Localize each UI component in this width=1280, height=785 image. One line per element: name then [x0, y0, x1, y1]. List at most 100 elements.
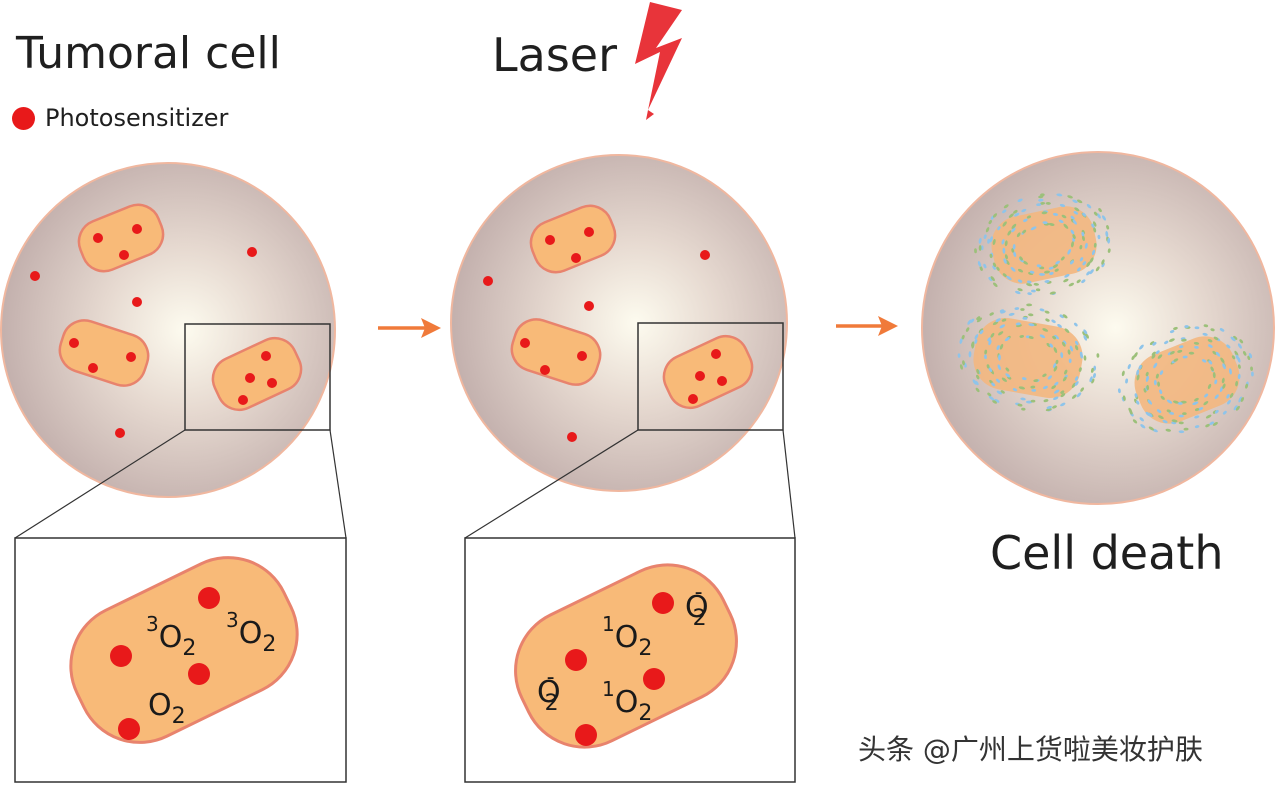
- ros-speckle: [1136, 369, 1140, 376]
- ros-speckle: [1122, 395, 1126, 401]
- ros-speckle: [1089, 269, 1094, 275]
- ros-speckle: [1044, 270, 1050, 274]
- ros-speckle: [989, 236, 993, 243]
- ros-speckle: [1012, 244, 1016, 250]
- ros-speckle: [974, 339, 978, 344]
- ros-speckle: [1212, 372, 1216, 379]
- ros-speckle: [978, 244, 982, 251]
- ros-speckle: [1168, 338, 1175, 342]
- ros-speckle: [1181, 338, 1187, 342]
- ros-speckle: [996, 345, 1000, 350]
- ros-speckle: [1089, 376, 1093, 383]
- ros-speckle: [1207, 383, 1212, 389]
- ros-speckle: [1096, 353, 1100, 358]
- ros-speckle: [1040, 193, 1045, 197]
- ros-speckle: [1030, 226, 1037, 231]
- ros-speckle: [1036, 203, 1042, 207]
- ros-speckle: [1061, 214, 1067, 219]
- ros-speckle: [1044, 280, 1050, 283]
- ros-speckle: [1014, 307, 1020, 311]
- arrow-icon: [836, 316, 898, 336]
- ros-speckle: [1070, 229, 1075, 235]
- organelle: [510, 318, 602, 386]
- ros-speckle: [1028, 336, 1034, 340]
- ros-speckle: [1035, 288, 1041, 292]
- ros-speckle: [1205, 414, 1212, 419]
- ros-speckle: [1090, 367, 1094, 373]
- ros-speckle: [1074, 381, 1079, 386]
- ros-speckle: [990, 332, 995, 338]
- ros-speckle: [1029, 270, 1035, 274]
- ros-speckle: [1219, 328, 1225, 332]
- arrow-icon: [378, 318, 441, 338]
- ros-speckle: [1091, 223, 1095, 228]
- ros-speckle: [1153, 379, 1157, 386]
- ros-speckle: [1054, 381, 1059, 387]
- ros-speckle: [1022, 316, 1028, 320]
- ros-speckle: [1059, 203, 1066, 208]
- ros-speckle: [992, 238, 996, 246]
- ros-speckle: [1067, 349, 1071, 355]
- ros-speckle: [1005, 373, 1011, 378]
- ros-speckle: [1038, 198, 1044, 202]
- ros-speckle: [1004, 240, 1008, 247]
- ros-speckle: [1159, 389, 1163, 395]
- ros-speckle: [1194, 408, 1200, 412]
- ros-speckle: [1194, 415, 1200, 419]
- ros-speckle: [1079, 245, 1083, 250]
- ros-speckle: [1243, 351, 1247, 356]
- ros-speckle: [1030, 385, 1036, 389]
- ros-speckle: [1021, 377, 1027, 381]
- ros-speckle: [1105, 231, 1109, 237]
- ros-speckle: [1184, 325, 1189, 328]
- ros-speckle: [1083, 329, 1088, 335]
- ros-speckle: [1060, 393, 1066, 398]
- ros-speckle: [1077, 267, 1081, 272]
- dissolving-organelle: [974, 193, 1111, 296]
- ros-speckle: [976, 317, 983, 323]
- ros-speckle: [1169, 330, 1175, 334]
- ros-speckle: [1015, 322, 1021, 326]
- ros-speckle: [1171, 419, 1178, 423]
- ros-speckle: [1084, 242, 1088, 249]
- ros-speckle: [1096, 213, 1101, 219]
- ros-speckle: [1148, 426, 1155, 431]
- ros-speckle: [1086, 271, 1091, 276]
- ros-speckle: [1026, 283, 1033, 287]
- ros-speckle: [983, 263, 987, 269]
- ros-speckle: [1002, 221, 1007, 227]
- ros-speckle: [1012, 388, 1018, 392]
- ros-speckle: [1178, 430, 1185, 434]
- ros-speckle: [1039, 308, 1045, 312]
- ros-speckle: [1231, 355, 1236, 360]
- ros-speckle: [1125, 378, 1129, 384]
- ros-speckle: [1058, 219, 1064, 224]
- ros-speckle: [976, 374, 980, 380]
- ros-speckle: [1169, 351, 1175, 355]
- zoom-detail-before: 3O2 3O2 O2: [14, 537, 347, 783]
- ros-speckle: [987, 392, 992, 397]
- ros-speckle: [1016, 232, 1021, 238]
- ros-speckle: [1235, 405, 1240, 411]
- legend: Photosensitizer: [12, 104, 228, 132]
- ros-speckle: [1159, 370, 1164, 375]
- ros-speckle: [1043, 399, 1049, 403]
- ros-speckle: [1017, 279, 1023, 283]
- molecule-label: 1O2: [602, 677, 652, 726]
- ros-speckle: [1201, 359, 1207, 363]
- ros-speckle: [1166, 399, 1173, 404]
- ros-speckle: [1031, 388, 1037, 392]
- ros-speckle: [1074, 207, 1080, 212]
- ros-speckle: [1055, 260, 1061, 265]
- ros-speckle: [1082, 331, 1087, 337]
- ros-speckle: [1081, 279, 1086, 284]
- ros-speckle: [1052, 335, 1057, 340]
- ros-speckle: [1194, 397, 1199, 402]
- ros-speckle: [1079, 351, 1083, 357]
- ros-speckle: [1251, 371, 1254, 377]
- ros-speckle: [1149, 341, 1155, 345]
- ros-speckle: [1152, 341, 1157, 346]
- ros-speckle: [1182, 355, 1188, 359]
- ros-speckle: [1042, 373, 1047, 378]
